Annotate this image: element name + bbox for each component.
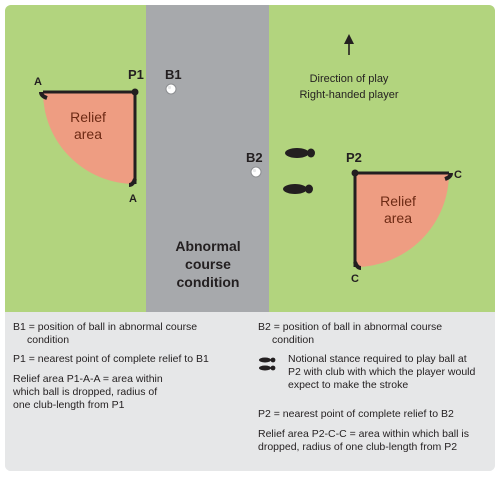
- legend-p1-text: P1 = nearest point of complete relief to…: [13, 353, 209, 365]
- relief-area-1: [43, 92, 135, 184]
- p1-label: P1: [128, 67, 144, 82]
- legend-b1: B1 = position of ball in abnormal course…: [13, 321, 197, 347]
- abnormal-label-line3: condition: [177, 274, 240, 290]
- legend-b2-cont: condition: [272, 334, 315, 346]
- abnormal-label-line2: course: [185, 256, 231, 272]
- legend-p2-text: P2 = nearest point of complete relief to…: [258, 408, 454, 420]
- legend-relief-1-line3: one club-length from P1: [13, 399, 125, 411]
- relief-diagram: P1 B1 A A B2 P2 C C Relief area Relief a…: [5, 5, 495, 312]
- legend-relief-1: Relief area P1-A-A = area within which b…: [13, 373, 163, 412]
- c-bottom-marker: [353, 261, 362, 270]
- p1-point: [131, 88, 139, 96]
- legend-stance-line3: expect to make the stroke: [288, 379, 409, 391]
- ball-b2: [250, 166, 262, 178]
- legend-b2-text: B2 = position of ball in abnormal course: [258, 321, 443, 333]
- abnormal-label-line1: Abnormal: [175, 238, 240, 254]
- legend-relief-2-line2: dropped, radius of one club-length from …: [258, 441, 458, 453]
- legend-relief-2: Relief area P2-C-C = area within which b…: [258, 428, 469, 454]
- a-top-label: A: [34, 76, 42, 88]
- b2-label: B2: [246, 150, 263, 165]
- direction-label-line1: Direction of play: [310, 73, 389, 85]
- legend: B1 = position of ball in abnormal course…: [5, 312, 495, 471]
- relief-area-2-label-line1: Relief: [380, 193, 416, 209]
- relief-area-2-label-line2: area: [384, 210, 412, 226]
- legend-p2: P2 = nearest point of complete relief to…: [258, 408, 454, 421]
- legend-b1-cont: condition: [27, 334, 70, 346]
- relief-area-2: [355, 173, 449, 267]
- legend-p1: P1 = nearest point of complete relief to…: [13, 353, 209, 366]
- relief-area-1-label-line2: area: [74, 126, 102, 142]
- c-bottom-label: C: [351, 273, 359, 285]
- c-right-label: C: [454, 169, 462, 181]
- legend-b2: B2 = position of ball in abnormal course…: [258, 321, 442, 347]
- legend-b1-text: B1 = position of ball in abnormal course: [13, 321, 198, 333]
- legend-relief-1-line2: which ball is dropped, radius of: [13, 386, 158, 398]
- legend-stance-line2: P2 with club with which the player would: [288, 366, 476, 378]
- legend-stance-text: Notional stance required to play ball at: [288, 353, 467, 365]
- stance-footprints-icon: [283, 148, 315, 194]
- relief-area-1-label-line1: Relief: [70, 109, 106, 125]
- legend-stance: Notional stance required to play ball at…: [288, 353, 475, 392]
- figure-frame: P1 B1 A A B2 P2 C C Relief area Relief a…: [5, 5, 495, 471]
- p2-point: [351, 169, 359, 177]
- a-bottom-marker: [128, 178, 137, 187]
- legend-stance-icon: [259, 357, 276, 371]
- up-arrow-icon: [344, 34, 354, 55]
- legend-relief-1-text: Relief area P1-A-A = area within: [13, 373, 163, 385]
- b1-label: B1: [165, 67, 182, 82]
- direction-label-line2: Right-handed player: [299, 89, 398, 101]
- a-top-marker: [39, 91, 48, 100]
- legend-relief-2-text: Relief area P2-C-C = area within which b…: [258, 428, 469, 440]
- c-right-marker: [444, 172, 453, 181]
- abnormal-course-condition-area: [146, 5, 269, 312]
- ball-b1: [165, 83, 177, 95]
- p2-label: P2: [346, 150, 362, 165]
- a-bottom-label: A: [129, 193, 137, 205]
